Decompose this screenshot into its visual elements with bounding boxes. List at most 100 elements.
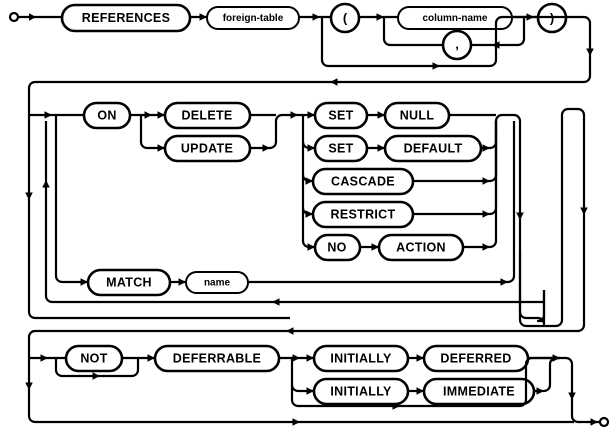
rail-row2-to-row3-wrap bbox=[290, 107, 586, 333]
arrowhead-default bbox=[377, 144, 385, 152]
arrowhead-set-default bbox=[307, 144, 315, 152]
node-references-label: REFERENCES bbox=[82, 11, 170, 25]
arrowhead-bypass-deferrable-right bbox=[292, 418, 300, 426]
node-comma-box bbox=[441, 29, 473, 61]
node-initially-2-label: INITIALLY bbox=[330, 385, 392, 399]
arrowhead-immediate bbox=[416, 387, 424, 395]
node-set-null-set-label: SET bbox=[328, 109, 353, 123]
end-terminal-circle bbox=[598, 416, 610, 428]
arrowhead-enter-on-row bbox=[44, 111, 52, 119]
arrowhead-match bbox=[80, 278, 88, 286]
rail-initially-skip-merge bbox=[519, 364, 528, 408]
arrowhead-initially-1 bbox=[306, 354, 314, 362]
arrowhead-restrict bbox=[305, 210, 313, 218]
node-foreign-table-label: foreign-table bbox=[223, 13, 284, 24]
rail-group-exit-stub bbox=[518, 250, 546, 326]
rail-default-merge bbox=[481, 121, 498, 150]
rail-initially-2-branch bbox=[290, 384, 314, 393]
node-action-label: ACTION bbox=[396, 241, 446, 255]
start-terminal-circle bbox=[8, 11, 20, 23]
rail-group-exit-stub2 bbox=[536, 290, 546, 323]
arrowhead-restrict-merge bbox=[482, 210, 490, 218]
node-null-label: NULL bbox=[400, 109, 435, 123]
rail-no-action-merge bbox=[463, 121, 498, 249]
rail-match-merge bbox=[248, 121, 516, 284]
rail-skip-column-list-down bbox=[320, 17, 490, 68]
arrowhead-bypass-on-match bbox=[25, 192, 33, 200]
arrowhead-enter-not-row bbox=[40, 354, 48, 362]
arrowhead-not-skip bbox=[92, 372, 100, 380]
arrowhead-cascade-merge bbox=[482, 177, 490, 185]
arrowhead-no-action-merge bbox=[482, 243, 490, 251]
node-initially-1-label: INITIALLY bbox=[330, 352, 392, 366]
arrowhead-action-fan bbox=[290, 111, 298, 119]
rail-comma-loop-right bbox=[471, 17, 526, 47]
arrowhead-action bbox=[371, 243, 379, 251]
arrowhead-cascade bbox=[305, 177, 313, 185]
rail-enter-not-row bbox=[27, 352, 66, 360]
arrowhead-default-merge bbox=[482, 144, 490, 152]
node-update-label: UPDATE bbox=[181, 142, 233, 156]
arrowhead-null bbox=[377, 111, 385, 119]
rail-bypass-deferrable-clause bbox=[27, 358, 574, 424]
arrowhead-no-action bbox=[307, 243, 315, 251]
rail-initially-skip-merge2 bbox=[524, 356, 560, 365]
node-set-default-set-label: SET bbox=[328, 142, 353, 156]
node-no-label: NO bbox=[327, 241, 346, 255]
node-immediate-label: IMMEDIATE bbox=[443, 385, 515, 399]
rail-comma-loop-left bbox=[382, 17, 443, 47]
rail-row3-entry-left bbox=[27, 329, 290, 352]
node-column-name-label: column-name bbox=[422, 13, 487, 24]
arrowhead-update bbox=[157, 144, 165, 152]
rail-enter-on-row bbox=[27, 109, 84, 117]
rail-update-merge bbox=[250, 113, 303, 150]
arrowhead-immediate-merge bbox=[536, 387, 544, 395]
rail-group-exit-riser bbox=[518, 115, 564, 328]
arrowhead-set-null bbox=[307, 111, 315, 119]
rail-action-merge-exit bbox=[494, 113, 522, 250]
arrowhead-column-name bbox=[376, 13, 384, 21]
node-lparen-label: ( bbox=[343, 11, 348, 26]
arrowhead-row1-wrap-left bbox=[330, 78, 338, 86]
node-default-label: DEFAULT bbox=[404, 142, 463, 156]
arrowhead-row2-wrap-down bbox=[580, 207, 588, 215]
node-restrict-label: RESTRICT bbox=[331, 208, 396, 222]
rail-on-match-repeat-loop bbox=[44, 121, 544, 304]
rail-bypass-on-match-group bbox=[27, 115, 290, 320]
arrowhead-deferrable bbox=[147, 354, 155, 362]
arrowhead-end bbox=[590, 418, 598, 426]
arrowhead-initially-2 bbox=[306, 387, 314, 395]
node-not-label: NOT bbox=[80, 352, 107, 366]
node-deferrable-label: DEFERRABLE bbox=[173, 352, 261, 366]
rail-row3-exit bbox=[548, 356, 600, 424]
rail-initially-skip bbox=[290, 358, 520, 408]
arrowhead-on-match-repeat-up bbox=[42, 180, 50, 188]
arrowhead-delete-branch bbox=[144, 111, 152, 119]
rail-immediate-merge bbox=[534, 364, 552, 393]
arrowhead-update-merge bbox=[262, 144, 270, 152]
rail-row1-to-row2-wrap bbox=[27, 15, 592, 109]
arrowhead-delete bbox=[157, 111, 165, 119]
arrowhead-initially-fan bbox=[292, 354, 300, 362]
node-match-label: MATCH bbox=[106, 276, 152, 290]
arrowhead-row3-exit-down bbox=[568, 392, 576, 400]
arrowhead-match-merge bbox=[500, 278, 508, 286]
arrowhead-deferred bbox=[416, 354, 424, 362]
arrowhead-skip-column-list bbox=[432, 62, 440, 70]
node-comma-label: , bbox=[455, 37, 459, 52]
node-cascade-label: CASCADE bbox=[331, 175, 395, 189]
arrowhead-action-exit-down bbox=[516, 212, 524, 220]
node-name-label: name bbox=[204, 278, 231, 289]
node-on-label: ON bbox=[97, 109, 116, 123]
arrowhead-start bbox=[29, 13, 36, 21]
arrowhead-bypass-deferrable-down bbox=[25, 382, 33, 390]
arrowhead-on-match-repeat-left bbox=[272, 298, 280, 306]
node-delete-label: DELETE bbox=[181, 109, 232, 123]
node-deferred-label: DEFERRED bbox=[440, 352, 511, 366]
arrowhead-row1-wrap-down bbox=[586, 48, 594, 56]
arrowhead-name bbox=[178, 278, 186, 286]
rail-branch-to-update bbox=[139, 115, 165, 150]
arrowhead-paren-branch bbox=[312, 13, 320, 21]
